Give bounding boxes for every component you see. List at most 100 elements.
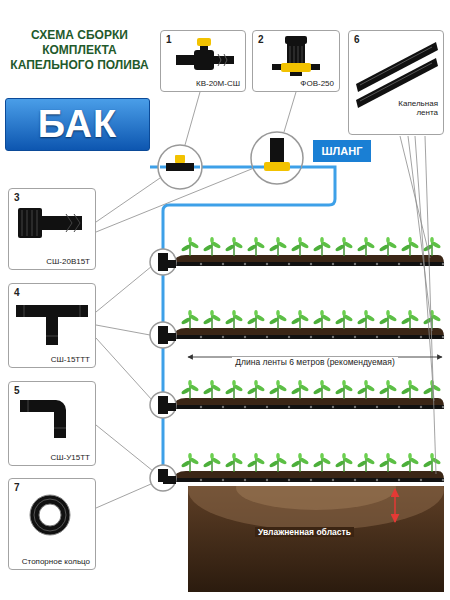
plant [430, 453, 434, 459]
leader-line [96, 266, 152, 312]
detail-circle [251, 132, 303, 184]
emitter [244, 336, 246, 338]
plant [291, 460, 302, 468]
tank-box: БАК [5, 98, 150, 151]
plant [298, 310, 302, 316]
callout-number: 5 [14, 385, 20, 396]
plant [291, 310, 310, 329]
plant [386, 310, 390, 316]
detail-circle [270, 138, 284, 162]
plant [357, 237, 376, 256]
emitter [442, 336, 444, 338]
plant [408, 380, 412, 386]
plant [181, 387, 192, 395]
plant [364, 453, 368, 459]
emitter [222, 406, 224, 408]
plant [225, 453, 244, 472]
plant [408, 453, 412, 459]
adapter-picture [18, 208, 42, 238]
garden-row [172, 453, 444, 481]
plant [247, 317, 258, 325]
leader-line [96, 425, 153, 471]
plant [210, 310, 214, 316]
hose-label: ШЛАНГ [322, 145, 363, 157]
plant [313, 387, 324, 395]
plant [269, 453, 288, 472]
plant [247, 380, 266, 399]
plant [335, 317, 346, 325]
tape-picture [356, 42, 438, 108]
plant [269, 310, 288, 329]
garden-row [172, 310, 444, 338]
part-name: СШ-15ТТТ [51, 355, 90, 364]
plant [247, 310, 266, 329]
plant [335, 380, 354, 399]
emitter [222, 336, 224, 338]
drip-tape [174, 335, 444, 339]
emitter [332, 479, 334, 481]
valve-picture [194, 50, 214, 70]
plant [320, 380, 324, 386]
plant [335, 310, 354, 329]
soil-section [236, 486, 396, 510]
plant [291, 387, 302, 395]
plant [379, 237, 398, 256]
plant [269, 244, 280, 252]
elbow-picture [28, 400, 66, 428]
plant [357, 460, 368, 468]
detail-circle [158, 145, 202, 189]
detail-circle [150, 322, 176, 348]
plant [181, 244, 192, 252]
detail-circle [150, 249, 176, 491]
plant [357, 244, 368, 252]
soil-ridge [172, 255, 444, 264]
emitter [266, 263, 268, 265]
detail-circle [150, 249, 176, 275]
garden-row [172, 380, 444, 408]
emitter [266, 479, 268, 481]
plant [291, 244, 302, 252]
plant [225, 317, 236, 325]
filter-picture [290, 46, 302, 64]
plant [247, 453, 266, 472]
plant [210, 380, 214, 386]
leader-line [96, 92, 436, 508]
filter-picture [287, 44, 305, 66]
plant [313, 460, 324, 468]
plant [342, 453, 346, 459]
plant [430, 237, 434, 243]
plant [335, 460, 346, 468]
plant [291, 317, 302, 325]
emitter [420, 263, 422, 265]
detail-circle [251, 132, 303, 184]
plant [203, 453, 222, 472]
plant [276, 380, 280, 386]
emitter [420, 406, 422, 408]
plant [408, 237, 412, 243]
plant [423, 387, 434, 395]
detail-circle [175, 155, 185, 163]
emitter [376, 336, 378, 338]
detail-circle [194, 166, 200, 169]
plant [386, 237, 390, 243]
plant [335, 237, 354, 256]
valve-picture [214, 56, 234, 64]
valve-picture [218, 54, 227, 66]
hose-tag: ШЛАНГ [313, 140, 371, 162]
plant [232, 310, 236, 316]
emitter [354, 479, 356, 481]
detail-circle [158, 145, 202, 189]
detail-circle [166, 163, 194, 171]
plant [210, 237, 214, 243]
plant [225, 380, 244, 399]
emitter [200, 479, 202, 481]
plant [401, 237, 420, 256]
plant [203, 460, 214, 468]
plant [335, 244, 346, 252]
plant [225, 387, 236, 395]
callout-number: 6 [354, 34, 360, 45]
plant [247, 387, 258, 395]
emitter [376, 479, 378, 481]
leader-line [415, 136, 434, 401]
